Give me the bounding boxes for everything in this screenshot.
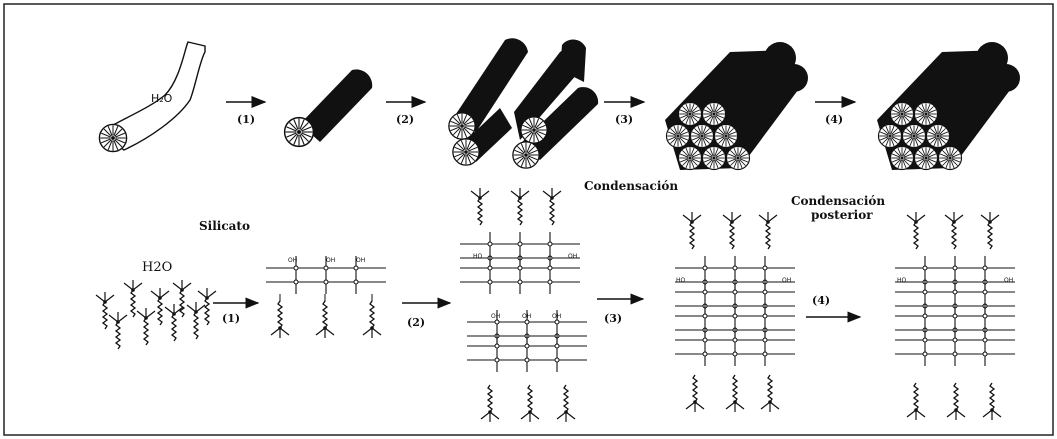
oh-label: OH: [326, 257, 335, 264]
water-label-bottom: H2O: [142, 260, 172, 275]
oh-label: OH: [522, 313, 531, 320]
oh-label: OH: [356, 257, 365, 264]
oh-label: OH: [491, 313, 500, 320]
later-condensation-label-line1: Condensación: [791, 194, 885, 208]
free-surfactants: [96, 280, 216, 349]
oh-right-label: OH: [782, 277, 791, 284]
step-2-bottom-label: (2): [407, 316, 425, 329]
step-1-top-label: (1): [237, 113, 255, 126]
silicate-surfactant-layer: OH OH OH: [266, 256, 386, 338]
figure-frame: [4, 4, 1053, 435]
stage-hexagonal-bundle: [665, 42, 808, 170]
post-condensed-mesophase: HO OH: [895, 212, 1015, 420]
step-3-bottom-label: (3): [604, 312, 622, 325]
oh-right-label: OH: [568, 253, 577, 260]
stage-micelle-in-water: H₂O: [99, 42, 205, 152]
step-4-bottom-label: (4): [812, 294, 830, 307]
silicate-label: Silicato: [199, 219, 250, 233]
oh-label: OH: [288, 257, 297, 264]
stage-condensed-bundle: [877, 42, 1020, 170]
condensation-label: Condensación: [584, 179, 678, 193]
stage-rods-aggregating: [449, 38, 598, 168]
step-3-top-label: (3): [615, 113, 633, 126]
step-1-bottom-label: (1): [222, 312, 240, 325]
stage-single-rod: [285, 69, 373, 146]
step-4-top-label: (4): [825, 113, 843, 126]
ho-label: HO: [897, 277, 907, 284]
later-condensation-label-line2: posterior: [811, 208, 873, 222]
condensed-mesophase: HO OH: [675, 212, 795, 412]
step-2-top-label: (2): [396, 113, 414, 126]
ho-label: HO: [676, 277, 686, 284]
condensation-structure: HO OH OH OH OH: [460, 188, 587, 422]
oh-label: OH: [552, 313, 561, 320]
oh-right-label: OH: [1004, 277, 1013, 284]
water-label-top: H₂O: [151, 92, 173, 105]
ho-label: HO: [473, 253, 483, 260]
